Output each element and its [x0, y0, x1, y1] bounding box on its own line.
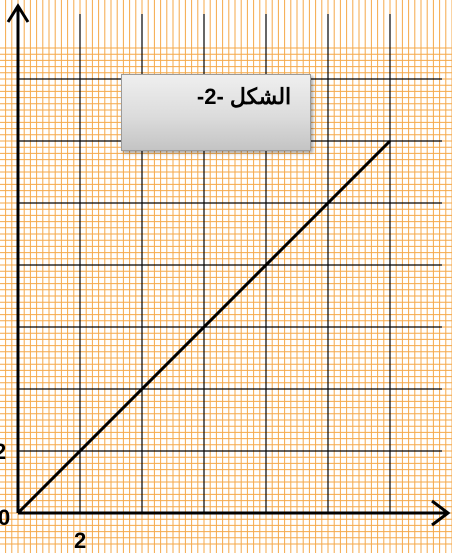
series-line [16, 139, 392, 515]
tick-labels: 22 [0, 439, 86, 553]
axes [6, 3, 451, 527]
y-axis-arrow [6, 3, 30, 23]
figure-title-box: الشكل -2- [121, 74, 311, 151]
figure-title: الشكل -2- [196, 83, 292, 109]
y-tick-label: 2 [0, 439, 6, 464]
series-layer [16, 139, 392, 515]
x-axis-arrow [431, 499, 451, 527]
origin-label: 0 [0, 505, 10, 530]
x-tick-label: 2 [74, 528, 86, 553]
